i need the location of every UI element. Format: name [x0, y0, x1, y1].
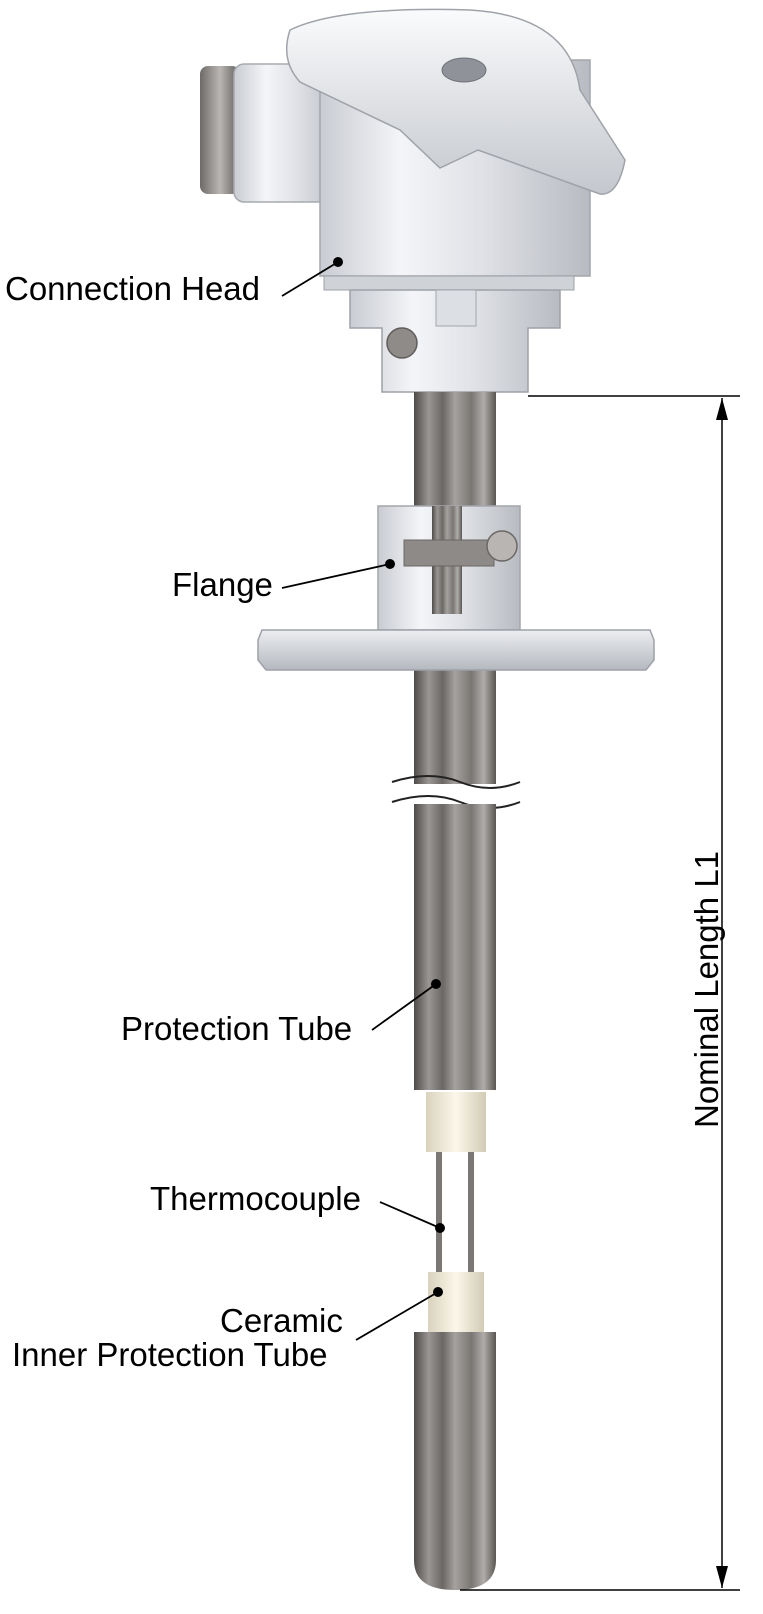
label-thermocouple: Thermocouple [150, 1180, 361, 1217]
label-ceramic-line2: Inner Protection Tube [12, 1336, 328, 1373]
label-connection-head: Connection Head [5, 270, 260, 307]
label-flange: Flange [172, 566, 273, 603]
clamp-thread [403, 539, 495, 567]
tube-break [391, 775, 521, 809]
flange-plate [257, 629, 655, 671]
lid-screw-icon [441, 57, 487, 83]
grub-screw-icon [386, 327, 418, 359]
arrow-down-icon [716, 1566, 728, 1588]
label-ceramic-line1: Ceramic [220, 1302, 343, 1339]
ceramic-section-lower [428, 1272, 484, 1334]
flange-assembly [257, 505, 655, 671]
clamp-screw-head-icon [486, 530, 518, 562]
protection-tube-middle [414, 804, 496, 1090]
neck-rib-left [435, 289, 477, 327]
arrow-up-icon [716, 398, 728, 420]
label-protection-tube: Protection Tube [121, 1010, 352, 1047]
nominal-length-dimension [460, 395, 740, 1591]
protection-tube-tip [414, 1332, 496, 1590]
thermocouple-wires [436, 1152, 474, 1272]
leader-dots [333, 257, 445, 1297]
leader-lines [281, 261, 441, 1341]
ceramic-section-upper [426, 1092, 486, 1152]
head-lid [285, 8, 626, 195]
connection-head [200, 8, 626, 393]
label-nominal-length: Nominal Length L1 [688, 851, 725, 1128]
cable-gland-nut [200, 66, 240, 194]
head-neck [349, 289, 561, 393]
head-collar [323, 275, 575, 291]
